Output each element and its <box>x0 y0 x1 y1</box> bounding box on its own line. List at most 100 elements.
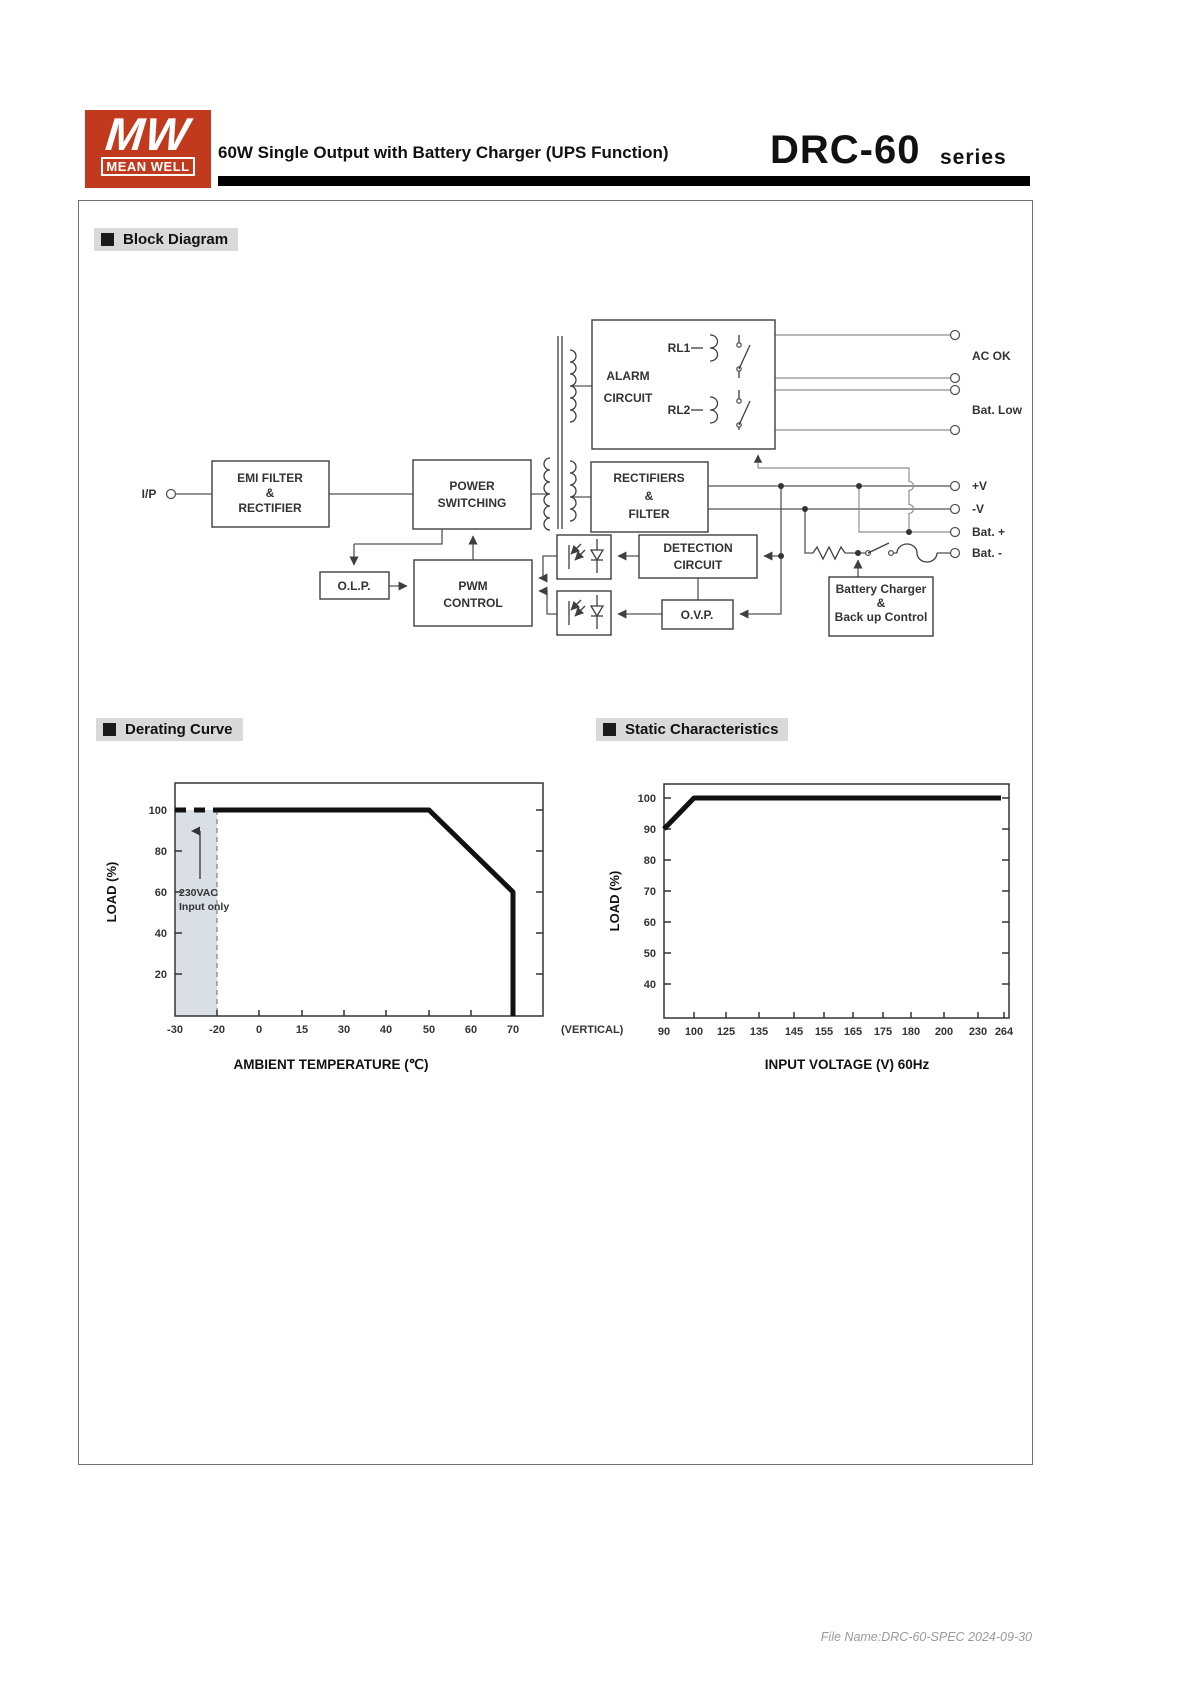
ytick: 60 <box>155 887 167 899</box>
ytick: 100 <box>149 805 167 817</box>
series-label: series <box>940 146 1007 169</box>
xtick: 155 <box>815 1026 833 1038</box>
x-axis-title: INPUT VOLTAGE (V) 60Hz <box>765 1057 930 1072</box>
alarm-circuit-block <box>591 319 776 450</box>
xtick: 230 <box>969 1026 987 1038</box>
page-title: 60W Single Output with Battery Charger (… <box>218 143 669 162</box>
olp-block <box>319 571 390 600</box>
xtick: -30 <box>167 1024 183 1036</box>
logo-mw-text: MW <box>103 108 193 160</box>
meanwell-logo: MW MEAN WELL <box>85 108 211 188</box>
terminal-label-batlow: Bat. Low <box>972 403 1023 417</box>
relay-rl2-symbol <box>691 390 751 430</box>
ytick: 70 <box>644 886 656 898</box>
transformer-symbol <box>543 336 577 531</box>
static-characteristics-chart: 100 90 80 70 60 50 40 90 100 125 135 145… <box>607 783 1014 1072</box>
ytick: 40 <box>155 928 167 940</box>
ytick: 100 <box>638 793 656 805</box>
annotation-line-2: Input only <box>179 901 229 913</box>
section-bullet-icon <box>603 723 616 736</box>
xtick: 50 <box>423 1024 435 1036</box>
file-name-note: File Name:DRC-60-SPEC 2024-09-30 <box>820 1630 1032 1644</box>
emi-filter-block <box>211 460 330 528</box>
plot-frame <box>174 782 544 1017</box>
pwm-label-2: CONTROL <box>443 596 502 610</box>
ytick: 40 <box>644 979 656 991</box>
charge-resistor-symbol <box>812 545 846 561</box>
rl2-label: RL2 <box>668 403 691 417</box>
x-axis-note: (VERTICAL) <box>561 1024 624 1036</box>
plot-frame <box>663 783 1010 1019</box>
ytick: 80 <box>644 855 656 867</box>
charge-switch-symbol <box>864 542 895 557</box>
junction-dots <box>778 483 912 559</box>
output-terminals <box>949 329 961 559</box>
alarm-label-1: ALARM <box>606 369 649 383</box>
derating-curve-chart: 230VAC Input only 100 80 60 40 20 -30 -2… <box>104 782 624 1072</box>
xtick: 30 <box>338 1024 350 1036</box>
section-title: Derating Curve <box>125 721 233 738</box>
y-axis-title: LOAD (%) <box>104 862 119 923</box>
alarm-label-2: CIRCUIT <box>604 391 653 405</box>
power-label-1: POWER <box>449 479 495 493</box>
relay-rl1-symbol <box>691 334 751 378</box>
input-terminal <box>165 488 177 500</box>
terminal-label-vplus: +V <box>972 479 987 493</box>
derating-curve-line <box>217 807 516 1016</box>
charger-label-1: Battery Charger <box>836 582 927 596</box>
terminal-label-batminus: Bat. - <box>972 546 1002 560</box>
xtick: 264 <box>995 1026 1014 1038</box>
axis-ticks <box>664 797 1009 1018</box>
ovp-label: O.V.P. <box>681 608 714 622</box>
section-bullet-icon <box>101 233 114 246</box>
block-diagram: I/P EMI FILTER & RECTIFIER POWER SWITCHI… <box>142 319 1023 637</box>
section-header-static-characteristics: Static Characteristics <box>596 718 789 741</box>
emi-label-2: & <box>266 486 275 500</box>
y-axis-title: LOAD (%) <box>607 871 622 932</box>
section-bullet-icon <box>103 723 116 736</box>
terminal-label-vminus: -V <box>972 502 984 516</box>
section-header-derating-curve: Derating Curve <box>96 718 243 741</box>
xtick: 145 <box>785 1026 803 1038</box>
detection-label-1: DETECTION <box>663 541 732 555</box>
input-label: I/P <box>142 487 157 501</box>
axis-ticks <box>175 809 543 1016</box>
xtick: 15 <box>296 1024 308 1036</box>
charger-label-3: Back up Control <box>835 610 928 624</box>
xtick: 135 <box>750 1026 768 1038</box>
ytick: 60 <box>644 917 656 929</box>
rect-label-3: FILTER <box>628 507 669 521</box>
xtick: 125 <box>717 1026 735 1038</box>
ytick: 80 <box>155 846 167 858</box>
power-switching-block <box>412 459 532 530</box>
rl1-label: RL1 <box>668 341 691 355</box>
xtick: 0 <box>256 1024 262 1036</box>
rect-label-1: RECTIFIERS <box>613 471 684 485</box>
derating-shaded-region <box>175 810 217 1016</box>
annotation-line-1: 230VAC <box>179 887 218 899</box>
charger-label-2: & <box>877 596 886 610</box>
section-header-block-diagram: Block Diagram <box>94 228 239 251</box>
charge-fuse-symbol <box>896 543 938 563</box>
terminal-label-batplus: Bat. + <box>972 525 1005 539</box>
logo-brand-name: MEAN WELL <box>101 157 195 176</box>
section-title: Static Characteristics <box>625 721 779 738</box>
rect-label-2: & <box>645 489 654 503</box>
battery-charger-block <box>828 576 934 637</box>
pwm-label-1: PWM <box>458 579 487 593</box>
optocoupler-symbol <box>568 539 605 573</box>
xtick: 70 <box>507 1024 519 1036</box>
ytick: 50 <box>644 948 656 960</box>
xtick: -20 <box>209 1024 225 1036</box>
pwm-control-block <box>413 559 533 627</box>
ytick: 20 <box>155 969 167 981</box>
static-curve-line <box>662 795 1001 831</box>
ovp-block <box>661 599 734 630</box>
power-label-2: SWITCHING <box>438 496 507 510</box>
terminal-label-acok: AC OK <box>972 349 1011 363</box>
ytick: 90 <box>644 824 656 836</box>
xtick: 180 <box>902 1026 920 1038</box>
content-border-box: Block Diagram <box>78 200 1033 1465</box>
title-underline-bar <box>218 176 1030 186</box>
